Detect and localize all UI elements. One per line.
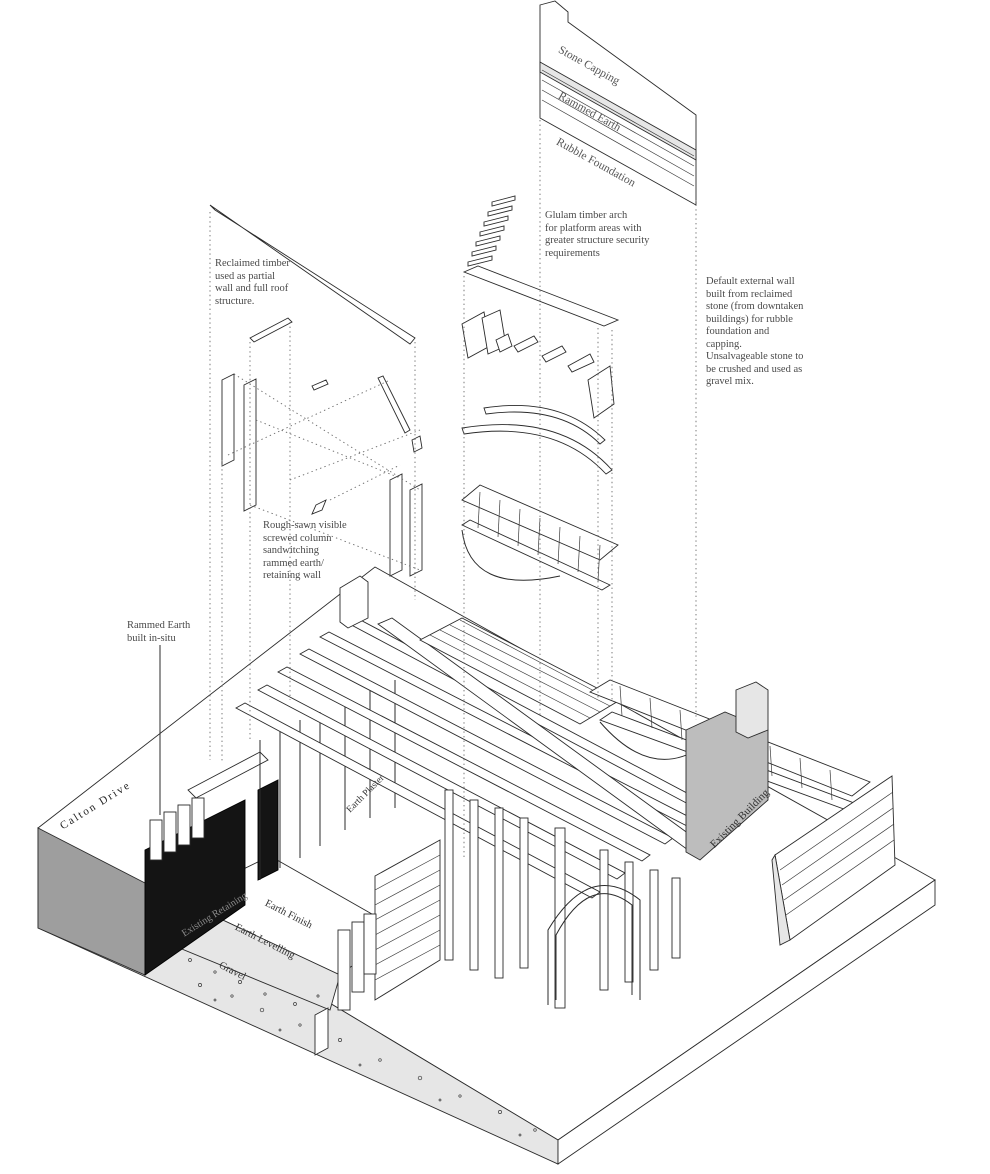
exploded-components xyxy=(209,0,697,591)
projection-lines xyxy=(209,120,697,860)
existing-retaining-wall xyxy=(144,779,279,976)
timber-frame xyxy=(187,575,701,1056)
note-reclaimed-timber: Reclaimed timber used as partial wall an… xyxy=(215,258,290,307)
existing-building xyxy=(685,681,769,861)
note-rough-sawn-column: Rough-sawn visible screwed column sandwi… xyxy=(263,520,347,581)
external-stone-wall xyxy=(771,775,896,946)
note-default-external-wall: Default external wall built from reclaim… xyxy=(706,276,804,387)
note-rammed-earth-insitu: Rammed Earth built in-situ xyxy=(127,620,191,644)
note-glulam-arch: Glulam timber arch for platform areas wi… xyxy=(545,210,650,259)
